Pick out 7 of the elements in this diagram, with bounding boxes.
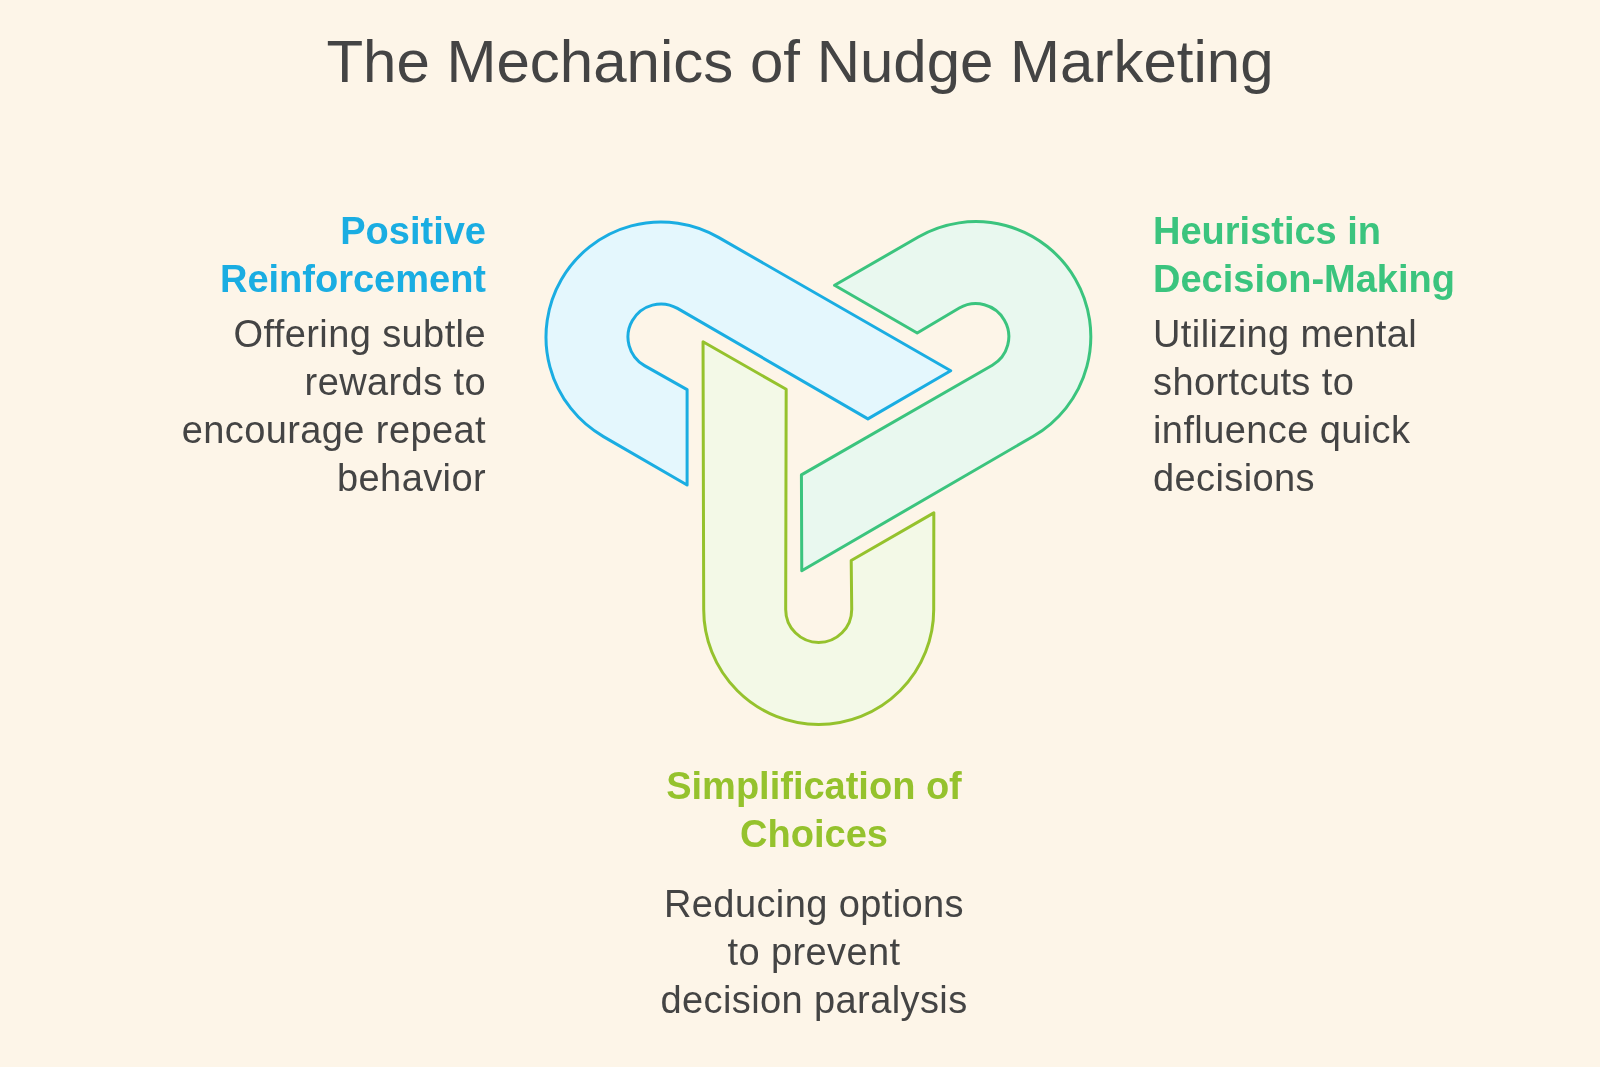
title: The Mechanics of Nudge Marketing <box>326 27 1274 97</box>
description-text: Reducing options to prevent decision paralysis <box>660 882 968 1023</box>
section-heading: Positive Reinforcement <box>219 209 486 302</box>
description-text: Utilizing mental shortcuts to influence quick decisions <box>1153 312 1418 501</box>
description-text: Offering subtle rewards to encourage repeat behavior <box>181 312 486 501</box>
section-heading: Heuristics in Decision-Making <box>1153 209 1455 302</box>
section-heading: Simplification of Choices <box>666 764 962 857</box>
